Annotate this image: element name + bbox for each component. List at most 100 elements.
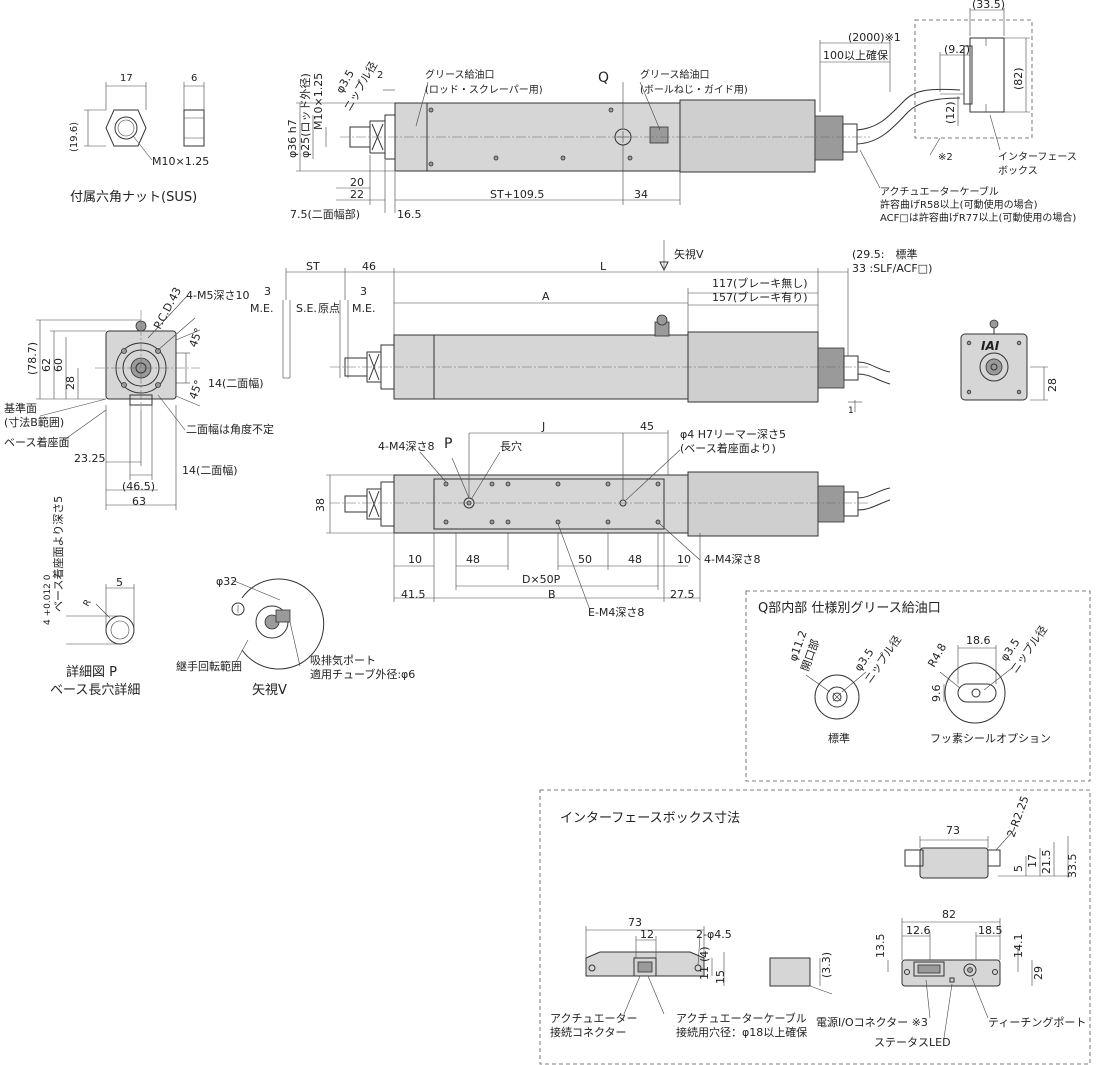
top-grease1-sub: (ロッド・スクレーパー用) bbox=[425, 84, 543, 96]
bottom-d50: 50 bbox=[578, 553, 592, 566]
front-d787: (78.7) bbox=[26, 342, 39, 375]
if-d5: 5 bbox=[1012, 865, 1025, 872]
if-r82: 82 bbox=[942, 908, 956, 921]
mid-se: S.E. bbox=[296, 302, 317, 315]
bottom-reamer-sub: (ベース着座面より) bbox=[680, 441, 776, 455]
if-d335: 33.5 bbox=[1066, 854, 1079, 879]
mid-origin: 原点 bbox=[318, 302, 340, 315]
detail-p-five: 5 bbox=[116, 576, 123, 589]
top-grease2: グリース給油口 bbox=[640, 68, 710, 81]
top-ib-335: (33.5) bbox=[972, 0, 1005, 11]
top-d20: 20 bbox=[350, 176, 364, 189]
if-b73: 73 bbox=[628, 916, 642, 929]
detail-p-caption1: 詳細図 P bbox=[66, 664, 117, 680]
view-v-caption: 矢視V bbox=[252, 683, 287, 698]
mid-me2: M.E. bbox=[352, 302, 375, 315]
q-fluor: フッ素シールオプション bbox=[930, 732, 1051, 745]
mid-view-v: 矢視V bbox=[674, 247, 704, 261]
top-two: 2 bbox=[377, 70, 383, 81]
q-std: 標準 bbox=[828, 731, 850, 745]
if-t73: 73 bbox=[946, 824, 960, 837]
mid-slf-note: 33 :SLF/ACF□) bbox=[852, 262, 932, 275]
interface-box-panel bbox=[539, 789, 1091, 1065]
if-act-cab1: アクチュエーターケーブル bbox=[676, 1011, 807, 1025]
top-ib-12: (12) bbox=[944, 101, 957, 124]
detail-p-depth: ベース着座面より深さ5 bbox=[51, 496, 65, 612]
mid-std-note: (29.5: 標準 bbox=[852, 247, 918, 261]
top-cable-len: (2000)※1 bbox=[848, 31, 901, 44]
bottom-B: B bbox=[548, 588, 556, 601]
bottom-reamer: φ4 H7リーマー深さ5 bbox=[680, 428, 786, 441]
end-view-logo: IAI bbox=[981, 339, 1000, 353]
top-m10: M10×1.25 bbox=[312, 73, 325, 130]
bottom-d48b: 48 bbox=[628, 553, 642, 566]
front-d63: 63 bbox=[132, 495, 146, 508]
view-v-rot: 継手回転範囲 bbox=[176, 659, 242, 673]
if-r225: 2-R2.25 bbox=[1005, 794, 1032, 839]
front-base-face: ベース着座面 bbox=[4, 435, 69, 449]
front-d465: (46.5) bbox=[122, 480, 155, 493]
if-b4: (4) bbox=[698, 946, 711, 962]
bottom-d38: 38 bbox=[314, 498, 327, 512]
top-d34: 34 bbox=[634, 188, 648, 201]
top-d22: 22 bbox=[350, 188, 364, 201]
bottom-d275: 27.5 bbox=[670, 588, 695, 601]
front-flat14b: 14(二面幅) bbox=[182, 464, 238, 477]
top-cable1: アクチュエーターケーブル bbox=[880, 185, 999, 198]
mid-d117: 117(ブレーキ無し) bbox=[712, 276, 808, 290]
if-act-con2: 接続コネクター bbox=[550, 1025, 627, 1039]
mid-d46: 46 bbox=[362, 260, 376, 273]
bottom-dx50: D×50P bbox=[522, 573, 561, 586]
if-b15: 15 bbox=[714, 970, 727, 984]
bottom-em4: E-M4深さ8 bbox=[588, 606, 644, 619]
bottom-d10a: 10 bbox=[408, 553, 422, 566]
detail-p-tol: 4 +0.012 0 bbox=[43, 574, 53, 625]
bottom-slot: 長穴 bbox=[500, 439, 522, 453]
q-detail-drawing bbox=[805, 645, 1013, 724]
front-flat14: 14(二面幅) bbox=[208, 377, 264, 390]
top-d36: φ36 h7 bbox=[286, 119, 299, 158]
front-d45a: 45° bbox=[187, 326, 206, 349]
front-pcd: P.C.D.43 bbox=[151, 285, 184, 331]
top-cable-min: 100以上確保 bbox=[823, 48, 888, 62]
if-b33: (3.3) bbox=[820, 952, 833, 978]
front-view-drawing bbox=[36, 294, 201, 510]
view-v-port: 吸排気ポート bbox=[310, 653, 376, 667]
top-d25: φ25(ロッド外径) bbox=[299, 73, 312, 158]
top-ib-92: (9.2) bbox=[944, 43, 970, 56]
top-q: Q bbox=[598, 70, 609, 86]
nut-caption: 付属六角ナット(SUS) bbox=[70, 190, 197, 205]
top-d165: 16.5 bbox=[397, 208, 422, 221]
q-detail-box bbox=[745, 590, 1091, 782]
if-b11: 11 bbox=[698, 966, 711, 980]
top-cable3: ACF□は許容曲げR77以上(可動使用の場合) bbox=[880, 211, 1076, 224]
if-b12: 12 bbox=[640, 928, 654, 941]
nut-width-6: 6 bbox=[191, 73, 197, 84]
top-st1095: ST+109.5 bbox=[490, 188, 544, 201]
top-grease2-sub: (ボールねじ・ガイド用) bbox=[640, 84, 748, 96]
front-d2325: 23.25 bbox=[74, 452, 106, 465]
bottom-d415: 41.5 bbox=[401, 588, 426, 601]
top-cable2: 許容曲げR58以上(可動使用の場合) bbox=[880, 198, 1038, 211]
q-title: Q部内部 仕様別グリース給油口 bbox=[758, 600, 941, 616]
front-d60: 60 bbox=[52, 358, 65, 372]
mid-st: ST bbox=[306, 260, 320, 273]
top-ib-label2: ボックス bbox=[998, 165, 1038, 177]
front-ref-face: 基準面 bbox=[4, 401, 37, 415]
view-v-tube: 適用チューブ外径:φ6 bbox=[310, 667, 415, 681]
q-r48: R4.8 bbox=[925, 641, 949, 669]
mid-three2: 3 bbox=[360, 285, 367, 298]
if-r185: 18.5 bbox=[978, 924, 1003, 937]
detail-p-drawing bbox=[66, 584, 135, 645]
top-note2: ※2 bbox=[938, 152, 953, 163]
q-d96: 9.6 bbox=[930, 685, 943, 703]
middle-actuator-drawing bbox=[282, 240, 891, 412]
mid-L: L bbox=[600, 260, 607, 273]
if-r29: 29 bbox=[1032, 966, 1045, 980]
top-actuator-drawing bbox=[296, 8, 1033, 213]
if-teach: ティーチングポート bbox=[988, 1015, 1086, 1029]
mid-me1: M.E. bbox=[250, 302, 273, 315]
front-d45b: 45° bbox=[187, 378, 206, 401]
mid-d157: 157(ブレーキ有り) bbox=[712, 290, 808, 304]
bottom-d45: 45 bbox=[640, 420, 654, 433]
